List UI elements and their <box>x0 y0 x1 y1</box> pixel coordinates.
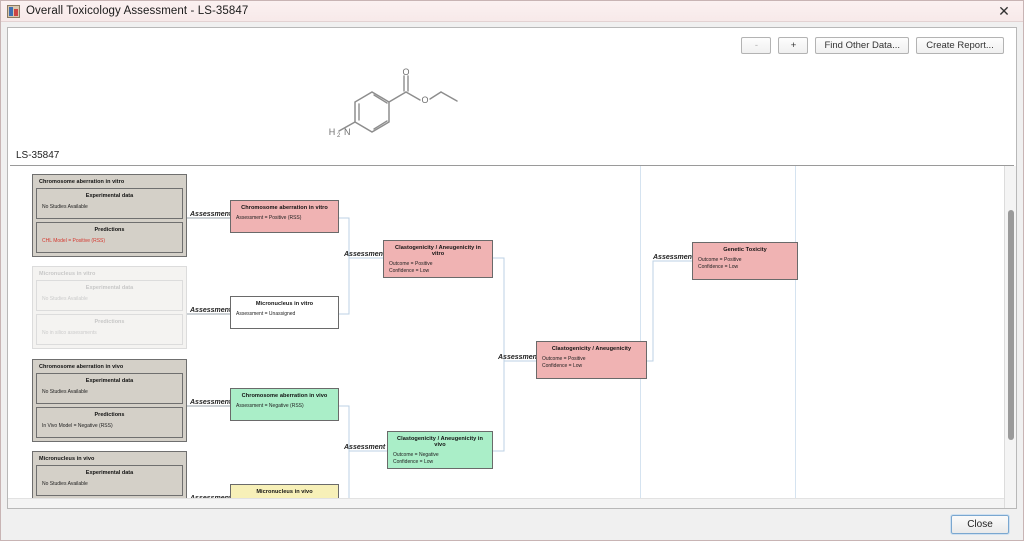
experimental-data-section: Experimental data No Studies Available <box>36 373 183 404</box>
evidence-panel-title: Chromosome aberration in vivo <box>39 364 124 370</box>
toolbar: - + Find Other Data... Create Report... <box>741 37 1004 54</box>
node-line: Assessment = Unassigned <box>236 311 296 317</box>
node-chromosome-aberration-in-vitro[interactable]: Chromosome aberration in vitro Assessmen… <box>230 200 339 233</box>
node-title: Genetic Toxicity <box>723 247 767 253</box>
node-micronucleus-in-vitro[interactable]: Micronucleus in vitro Assessment = Unass… <box>230 296 339 329</box>
evidence-panel-title: Micronucleus in vitro <box>39 271 96 277</box>
node-line: Confidence = Low <box>698 264 739 271</box>
node-line: Confidence = Low <box>542 363 583 370</box>
assessment-label: Assessment <box>498 354 540 361</box>
section-header: Predictions <box>94 318 125 325</box>
benzocaine-structure: H 2 N O O <box>308 66 478 144</box>
assessment-label: Assessment <box>344 444 386 451</box>
node-line: Outcome = Positive <box>698 257 742 263</box>
node-title: Chromosome aberration in vivo <box>241 393 328 399</box>
node-title: Clastogenicity / Aneugenicity <box>551 346 632 352</box>
assessment-label: Assessment <box>344 251 386 258</box>
node-line: Confidence = Low <box>389 268 430 275</box>
diagram-canvas: Chromosome aberration in vitro Experimen… <box>8 166 1015 508</box>
content-panel: - + Find Other Data... Create Report... <box>7 27 1017 509</box>
header-divider <box>10 165 1014 166</box>
node-clastogenicity-aneugenicity-in-vivo[interactable]: Clastogenicity / Aneugenicity in vivo Ou… <box>387 431 493 469</box>
record-id-label: LS-35847 <box>16 150 60 161</box>
vertical-scrollbar[interactable] <box>1004 166 1016 508</box>
experimental-value: No Studies Available <box>42 296 88 302</box>
column-guide <box>640 166 641 508</box>
evidence-panel-title: Micronucleus in vivo <box>39 456 95 462</box>
section-header: Experimental data <box>85 285 134 291</box>
svg-text:O: O <box>421 95 428 105</box>
experimental-value: No Studies Available <box>42 389 88 395</box>
close-icon[interactable]: ✕ <box>998 3 1010 19</box>
node-title: Clastogenicity / Aneugenicity in vitro <box>395 245 481 257</box>
close-button[interactable]: Close <box>950 514 1010 535</box>
node-title: Clastogenicity / Aneugenicity in vivo <box>397 436 483 448</box>
assessment-label: Assessment <box>190 307 232 314</box>
column-guide <box>795 166 796 508</box>
node-genetic-toxicity[interactable]: Genetic Toxicity Outcome = Positive Conf… <box>692 242 798 280</box>
diagram-canvas-scroll[interactable]: Chromosome aberration in vitro Experimen… <box>8 166 1016 508</box>
evidence-panel-chromosome-aberration-in-vivo[interactable]: Chromosome aberration in vivo Experiment… <box>32 359 187 442</box>
assessment-label: Assessment <box>190 399 232 406</box>
experimental-data-section: Experimental data No Studies Available <box>36 188 183 219</box>
svg-text:O: O <box>402 67 409 77</box>
assessment-label: Assessment <box>190 211 232 218</box>
zoom-in-button[interactable]: + <box>778 37 809 54</box>
evidence-panel-chromosome-aberration-in-vitro[interactable]: Chromosome aberration in vitro Experimen… <box>32 174 187 257</box>
predictions-section: Predictions No in silico assessments <box>36 313 183 345</box>
footer-bar: Close <box>1 509 1023 540</box>
experimental-data-section: Experimental data No Studies Available <box>36 465 183 496</box>
node-clastogenicity-aneugenicity-in-vitro[interactable]: Clastogenicity / Aneugenicity in vitro O… <box>383 240 493 278</box>
app-icon <box>7 4 20 18</box>
experimental-value: No Studies Available <box>42 204 88 210</box>
node-title: Chromosome aberration in vitro <box>241 205 328 211</box>
window-body: - + Find Other Data... Create Report... <box>1 22 1023 509</box>
node-chromosome-aberration-in-vivo[interactable]: Chromosome aberration in vivo Assessment… <box>230 388 339 421</box>
section-header: Experimental data <box>85 470 134 476</box>
evidence-panel-title: Chromosome aberration in vitro <box>39 179 125 185</box>
title-bar: Overall Toxicology Assessment - LS-35847… <box>1 1 1023 22</box>
node-line: Confidence = Low <box>393 459 434 466</box>
assessment-label: Assessment <box>653 254 695 261</box>
node-line: Assessment = Negative (RSS) <box>236 403 304 409</box>
svg-text:N: N <box>344 127 351 137</box>
horizontal-scrollbar[interactable] <box>8 498 1004 508</box>
prediction-value: In Vivo Model = Negative (RSS) <box>42 422 113 429</box>
section-header: Predictions <box>94 226 125 233</box>
experimental-data-section: Experimental data No Studies Available <box>36 280 183 311</box>
svg-text:2: 2 <box>337 133 341 139</box>
prediction-value: No in silico assessments <box>42 329 97 336</box>
find-other-data-button[interactable]: Find Other Data... <box>815 37 909 54</box>
node-title: Micronucleus in vitro <box>255 301 314 307</box>
window-title: Overall Toxicology Assessment - LS-35847 <box>26 5 249 17</box>
section-header: Predictions <box>94 411 125 418</box>
node-line: Outcome = Negative <box>393 452 439 458</box>
node-clastogenicity-aneugenicity[interactable]: Clastogenicity / Aneugenicity Outcome = … <box>536 341 647 379</box>
experimental-value: No Studies Available <box>42 481 88 487</box>
zoom-out-button[interactable]: - <box>741 37 772 54</box>
node-line: Assessment = Positive (RSS) <box>236 215 302 221</box>
section-header: Experimental data <box>85 378 134 384</box>
evidence-panel-micronucleus-in-vitro[interactable]: Micronucleus in vitro Experimental data … <box>32 266 187 349</box>
create-report-button[interactable]: Create Report... <box>916 37 1004 54</box>
predictions-section: Predictions CHL Model = Positive (RSS) <box>36 221 183 253</box>
node-line: Outcome = Positive <box>389 261 433 267</box>
node-title: Micronucleus in vivo <box>256 489 313 495</box>
prediction-value: CHL Model = Positive (RSS) <box>42 237 106 244</box>
node-line: Outcome = Positive <box>542 356 586 362</box>
predictions-section: Predictions In Vivo Model = Negative (RS… <box>36 406 183 438</box>
vertical-scrollbar-thumb[interactable] <box>1008 210 1014 440</box>
svg-text:H: H <box>329 127 336 137</box>
structure-header: - + Find Other Data... Create Report... <box>8 28 1016 150</box>
section-header: Experimental data <box>85 193 134 199</box>
